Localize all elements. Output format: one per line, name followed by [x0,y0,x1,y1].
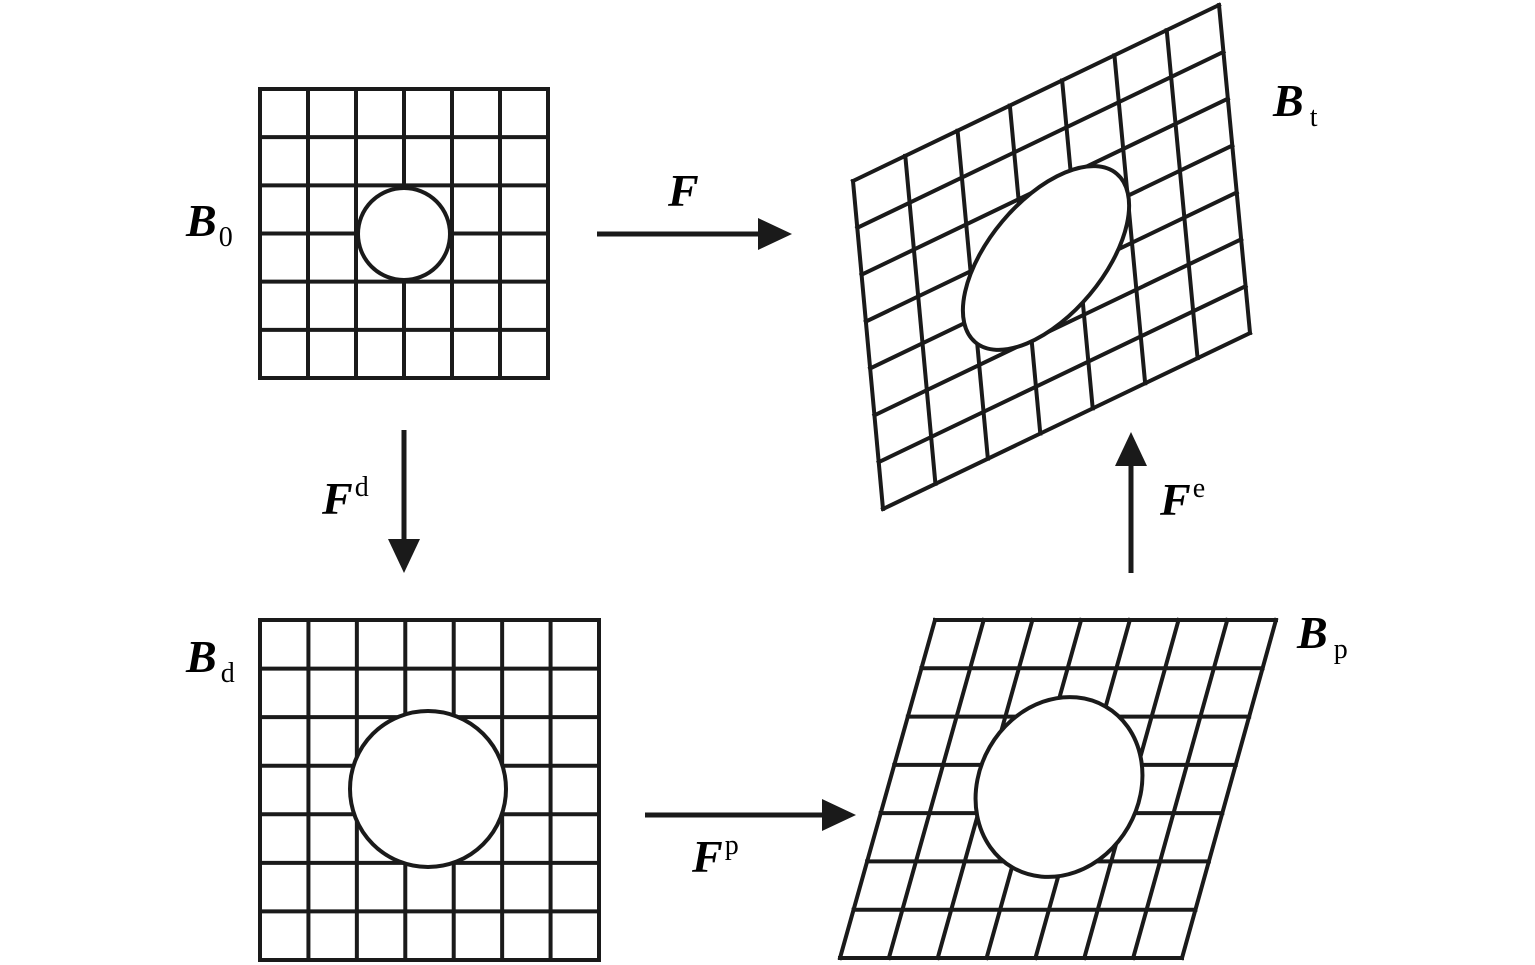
label-fp: Fp [691,830,739,882]
arrow-fp [645,799,856,831]
bt-grid-line-horizontal [876,283,1249,465]
mesh-b0-initial-configuration [258,87,550,380]
mesh-bt-current-configuration [850,2,1253,512]
arrows [388,218,1147,831]
bt-grid-line-horizontal [880,330,1253,512]
bt-grid-line-vertical [1216,2,1253,336]
arrow-f [597,218,792,250]
bt-grid-line-vertical [903,153,938,487]
label-f: F [667,165,699,216]
arrow-fe [1115,432,1147,573]
bt-grid-line-vertical [850,178,886,512]
arrow-fd [388,430,420,573]
mesh-bd-damaged-configuration [258,618,601,962]
bt-grid-line-horizontal [850,2,1222,184]
label-fd: Fd [321,472,369,524]
bp-grid-line-vertical [886,617,987,961]
label-fe: Fe [1159,473,1205,525]
label-b0: B0 [185,195,233,253]
bp-grid-line-vertical [837,617,938,961]
bp-hole-ellipse [973,695,1145,879]
bt-grid-line-vertical [1164,27,1200,361]
bt-hole-ellipse [960,164,1132,352]
bd-hole-circle [348,709,508,869]
bp-grid-line-vertical [1179,617,1279,961]
b0-hole-circle [356,186,452,282]
bp-grid-line-vertical [1130,617,1230,961]
bt-grid-line-horizontal [854,49,1227,231]
mesh-bp-plastic-configuration [837,617,1279,961]
